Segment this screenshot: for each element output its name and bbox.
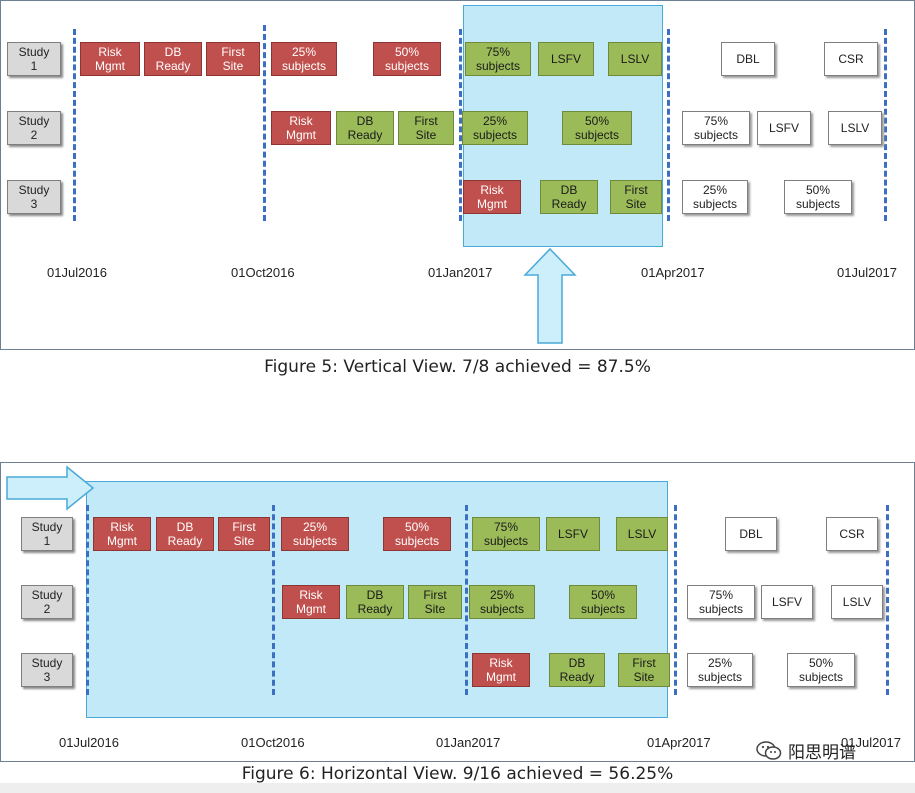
footer-strip: [0, 783, 915, 793]
milestone-first-site: First Site: [408, 585, 462, 619]
study-2-label: Study 2: [21, 585, 73, 619]
milestone-lsfv: LSFV: [546, 517, 600, 551]
right-arrow-icon: [6, 465, 95, 511]
date-label: 01Oct2016: [241, 735, 305, 750]
dashed-line-apr2017: [667, 29, 670, 221]
watermark: 阳思明谱: [756, 738, 856, 763]
milestone-first-site: First Site: [618, 653, 670, 687]
watermark-text: 阳思明谱: [788, 743, 856, 763]
milestone-risk-mgmt: Risk Mgmt: [472, 653, 530, 687]
milestone-50pct-subjects: 50% subjects: [383, 517, 451, 551]
milestone-risk-mgmt: Risk Mgmt: [282, 585, 340, 619]
up-arrow-icon: [523, 247, 577, 344]
milestone-lsfv: LSFV: [761, 585, 813, 619]
dashed-line-jul2017: [884, 29, 887, 221]
milestone-db-ready: DB Ready: [144, 42, 202, 76]
dashed-line-oct2016: [272, 505, 275, 695]
milestone-25pct-subjects: 25% subjects: [462, 111, 528, 145]
milestone-csr: CSR: [824, 42, 878, 76]
dashed-line-jul2016: [86, 505, 89, 695]
milestone-lsfv: LSFV: [538, 42, 594, 76]
date-label: 01Apr2017: [641, 265, 705, 280]
date-label: 01Oct2016: [231, 265, 295, 280]
milestone-50pct-subjects: 50% subjects: [569, 585, 637, 619]
figure-6-caption: Figure 6: Horizontal View. 9/16 achieved…: [241, 764, 674, 784]
study-1-label: Study 1: [7, 42, 61, 76]
figure-5-caption: Figure 5: Vertical View. 7/8 achieved = …: [264, 357, 651, 377]
milestone-25pct-subjects: 25% subjects: [687, 653, 753, 687]
milestone-db-ready: DB Ready: [549, 653, 605, 687]
date-label: 01Apr2017: [647, 735, 711, 750]
dashed-line-jul2016: [73, 29, 76, 221]
milestone-lslv: LSLV: [616, 517, 668, 551]
dashed-line-oct2016: [263, 25, 266, 221]
milestone-first-site: First Site: [206, 42, 260, 76]
milestone-50pct-subjects: 50% subjects: [562, 111, 632, 145]
dashed-line-jan2017: [459, 29, 462, 221]
milestone-75pct-subjects: 75% subjects: [465, 42, 531, 76]
milestone-risk-mgmt: Risk Mgmt: [80, 42, 140, 76]
milestone-db-ready: DB Ready: [346, 585, 404, 619]
milestone-risk-mgmt: Risk Mgmt: [93, 517, 151, 551]
milestone-lslv: LSLV: [831, 585, 883, 619]
milestone-25pct-subjects: 25% subjects: [469, 585, 535, 619]
milestone-risk-mgmt: Risk Mgmt: [271, 111, 331, 145]
milestone-75pct-subjects: 75% subjects: [687, 585, 755, 619]
date-label: 01Jul2016: [59, 735, 119, 750]
milestone-75pct-subjects: 75% subjects: [682, 111, 750, 145]
study-3-label: Study 3: [7, 180, 61, 214]
milestone-25pct-subjects: 25% subjects: [682, 180, 748, 214]
milestone-first-site: First Site: [610, 180, 662, 214]
date-label: 01Jan2017: [428, 265, 493, 280]
milestone-first-site: First Site: [398, 111, 454, 145]
milestone-db-ready: DB Ready: [156, 517, 214, 551]
wechat-icon: [756, 740, 782, 760]
milestone-csr: CSR: [826, 517, 878, 551]
milestone-lslv: LSLV: [828, 111, 882, 145]
milestone-75pct-subjects: 75% subjects: [472, 517, 540, 551]
milestone-25pct-subjects: 25% subjects: [281, 517, 349, 551]
milestone-dbl: DBL: [721, 42, 775, 76]
figure-vertical-view: Study 1 Study 2 Study 3 Risk Mgmt DB Rea…: [0, 0, 915, 350]
milestone-first-site: First Site: [218, 517, 270, 551]
dashed-line-jul2017: [886, 505, 889, 695]
dashed-line-jan2017: [465, 505, 468, 695]
date-label: 01Jul2017: [841, 735, 901, 750]
date-label: 01Jul2016: [47, 265, 107, 280]
study-1-label: Study 1: [21, 517, 73, 551]
study-2-label: Study 2: [7, 111, 61, 145]
milestone-db-ready: DB Ready: [540, 180, 598, 214]
date-label: 01Jul2017: [837, 265, 897, 280]
figure-horizontal-view: Study 1 Study 2 Study 3 Risk Mgmt DB Rea…: [0, 462, 915, 762]
dashed-line-apr2017: [674, 505, 677, 695]
milestone-risk-mgmt: Risk Mgmt: [463, 180, 521, 214]
study-3-label: Study 3: [21, 653, 73, 687]
milestone-50pct-subjects: 50% subjects: [787, 653, 855, 687]
date-label: 01Jan2017: [436, 735, 501, 750]
milestone-50pct-subjects: 50% subjects: [373, 42, 441, 76]
milestone-db-ready: DB Ready: [336, 111, 394, 145]
milestone-lslv: LSLV: [608, 42, 662, 76]
milestone-lsfv: LSFV: [757, 111, 811, 145]
milestone-25pct-subjects: 25% subjects: [271, 42, 337, 76]
milestone-dbl: DBL: [725, 517, 777, 551]
milestone-50pct-subjects: 50% subjects: [784, 180, 852, 214]
